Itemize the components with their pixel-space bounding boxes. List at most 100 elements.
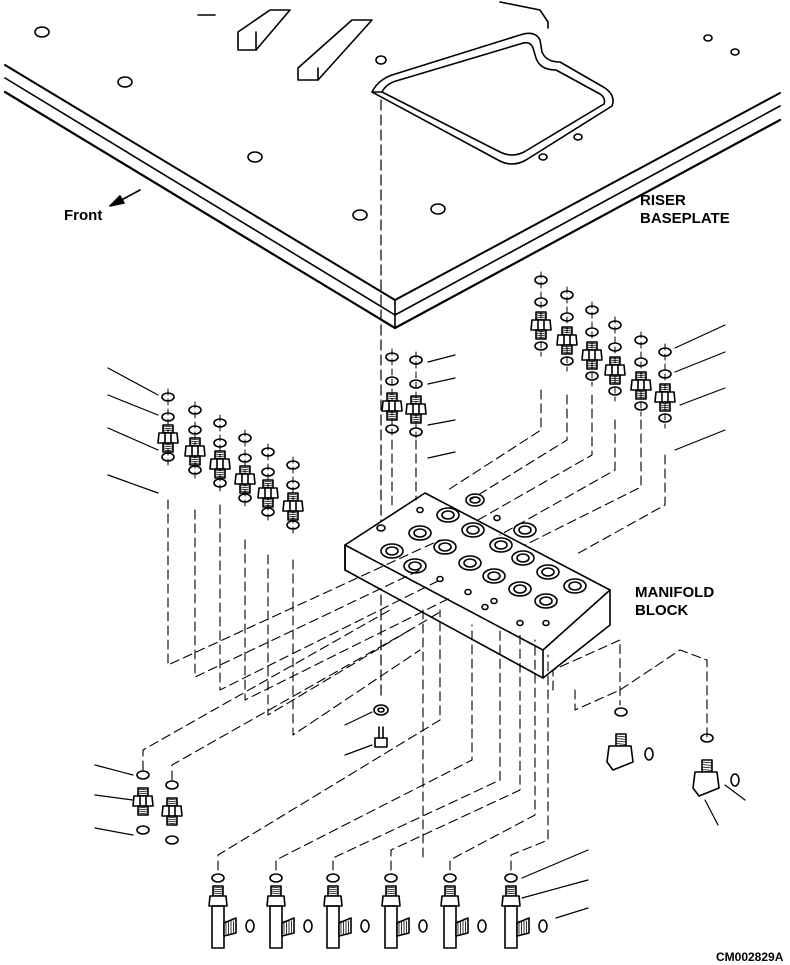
o-ring (286, 480, 300, 490)
baseplate-rib (297, 19, 373, 81)
o-ring (261, 447, 275, 457)
center-fitting-group (381, 348, 427, 443)
manifold-port (380, 493, 587, 609)
baseplate-hole (538, 153, 548, 161)
o-ring (286, 520, 300, 530)
baseplate-hole (117, 76, 133, 88)
straight-fitting (234, 465, 256, 494)
elbow-fitting (606, 707, 654, 771)
straight-fitting (381, 392, 403, 421)
o-ring (161, 412, 175, 422)
elbow-fitting (692, 733, 740, 797)
fitting-stack (282, 456, 304, 536)
o-ring (634, 335, 648, 345)
o-ring (585, 371, 599, 381)
o-ring (585, 305, 599, 315)
fitting-stack (209, 414, 231, 494)
straight-fitting (209, 450, 231, 479)
straight-fitting (530, 311, 552, 340)
o-ring (213, 438, 227, 448)
baseplate-hole (573, 133, 583, 141)
o-ring (385, 376, 399, 386)
manifold-block-label-line1: MANIFOLD (635, 584, 715, 601)
o-ring (136, 770, 150, 780)
o-ring (658, 413, 672, 423)
elbow-fitting (381, 873, 428, 949)
left-fitting-group (157, 388, 304, 536)
manifold-block-label-line2: BLOCK (635, 602, 689, 619)
o-ring (261, 467, 275, 477)
straight-fitting (556, 326, 578, 355)
fitting-stack (556, 286, 578, 372)
straight-fitting (184, 437, 206, 466)
o-ring (560, 356, 574, 366)
leader-lines (94, 324, 746, 919)
drawing-id: CM002829A (716, 950, 784, 964)
straight-fitting (161, 797, 183, 826)
bottom-fitting-group (132, 707, 740, 949)
elbow-fitting (208, 873, 255, 949)
fitting-stack (157, 388, 179, 468)
o-ring (608, 386, 622, 396)
o-ring (161, 392, 175, 402)
right-fitting-group (530, 271, 676, 429)
straight-fitting (604, 356, 626, 385)
manifold-small-hole (376, 506, 550, 627)
baseplate-hole (34, 26, 50, 38)
straight-fitting (157, 424, 179, 453)
o-ring (560, 290, 574, 300)
fitting-stack (184, 401, 206, 481)
straight-fitting (581, 341, 603, 370)
fitting-stack (581, 301, 603, 387)
o-ring (385, 352, 399, 362)
riser-baseplate-label-line1: RISER (640, 192, 686, 209)
fitting-stack (381, 348, 403, 440)
straight-fitting (282, 492, 304, 521)
elbow-fitting (323, 873, 370, 949)
o-ring (238, 433, 252, 443)
fitting-stack (530, 271, 552, 357)
o-ring (658, 347, 672, 357)
o-ring (188, 405, 202, 415)
fitting-stack (161, 780, 183, 845)
straight-fitting (405, 395, 427, 424)
fitting-stack (654, 343, 676, 429)
fitting-stack (604, 316, 626, 402)
o-ring (634, 401, 648, 411)
o-ring (286, 460, 300, 470)
riser-baseplate-label-line2: BASEPLATE (640, 210, 730, 227)
o-ring (165, 835, 179, 845)
o-ring (136, 825, 150, 835)
baseplate-rib (237, 9, 291, 51)
routing-lines (142, 389, 708, 871)
o-ring (238, 493, 252, 503)
elbow-fitting (266, 873, 313, 949)
baseplate-hole (703, 34, 713, 42)
o-ring (238, 453, 252, 463)
fitting-stack (132, 770, 154, 835)
fitting-stack (630, 331, 652, 417)
o-ring (261, 507, 275, 517)
o-ring (188, 465, 202, 475)
elbow-fitting (440, 873, 487, 949)
o-ring (560, 312, 574, 322)
o-ring (534, 297, 548, 307)
baseplate-hole (352, 209, 368, 221)
o-ring (409, 379, 423, 389)
baseplate-hole (375, 55, 387, 65)
o-ring (165, 780, 179, 790)
fitting-stack (257, 443, 279, 523)
baseplate-cutout (371, 32, 614, 165)
baseplate-hole (247, 151, 263, 163)
front-arrow (109, 189, 141, 207)
o-ring (634, 357, 648, 367)
straight-fitting (654, 383, 676, 412)
o-ring (385, 424, 399, 434)
o-ring (608, 320, 622, 330)
baseplate-hole (430, 203, 446, 215)
o-ring (213, 478, 227, 488)
front-label: Front (64, 207, 103, 224)
elbow-fitting (501, 873, 548, 949)
riser-baseplate (3, 1, 782, 330)
